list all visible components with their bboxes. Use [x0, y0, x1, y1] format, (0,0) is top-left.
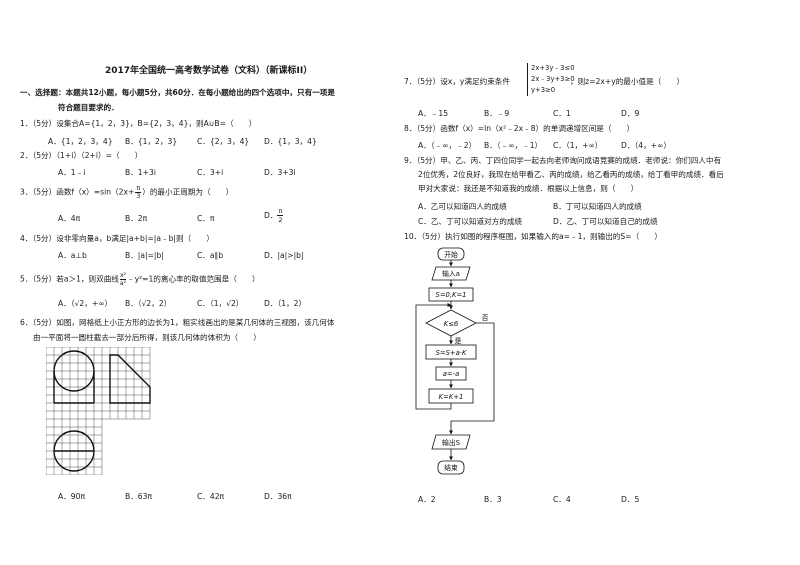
q2-option-a: A．1﹣i: [58, 168, 86, 177]
flow-step1-label: S=S+a·K: [436, 349, 467, 357]
q4-option-c: C．a∥b: [197, 251, 224, 260]
q10-option-d: D．5: [621, 495, 640, 504]
flow-init-label: S=0,K=1: [436, 291, 467, 299]
q3-stem-post: ）的最小正周期为（ ）: [142, 187, 234, 197]
q2-option-b: B．1+3i: [125, 168, 156, 177]
section-heading-line2: 符合题目要求的．: [58, 103, 119, 112]
q1-option-c: C．{2，3，4}: [197, 137, 250, 146]
end-terminal: [437, 460, 465, 475]
q5-option-d: D．（1，2）: [264, 299, 307, 308]
q7-option-d: D．9: [621, 109, 640, 118]
q10-option-a: A．2: [418, 495, 436, 504]
q3-option-a: A．4π: [58, 214, 81, 223]
q7-constraints: 2x+3y﹣3≤0 2x﹣3y+3≥0 y+3≥0: [527, 63, 575, 96]
q3-stem-pre: 3．（5分）函数f（x）=sin（2x+: [20, 187, 135, 197]
q10-stem: 10．（5分）执行如图的程序框图，如果输入的a=﹣1，则输出的S=（ ）: [404, 232, 662, 241]
q7-stem-post: ，则z=2x+y的最小值是（ ）: [570, 77, 685, 86]
q5-stem-pre: 5．（5分）若a＞1，则双曲线: [20, 274, 119, 284]
q9-option-c: C．乙、丁可以知道对方的成绩: [418, 217, 523, 226]
q8-option-b: B．（﹣∞，﹣1）: [484, 141, 543, 150]
q3-option-c: C．π: [197, 214, 215, 223]
q9-option-a: A．乙可以知道四人的成绩: [418, 202, 507, 211]
q5-option-a: A．（√2，+∞）: [58, 299, 113, 308]
q7-option-b: B．﹣9: [484, 109, 510, 118]
q1-option-d: D．{1，3，4}: [264, 137, 317, 146]
q7-constraint-1: 2x+3y﹣3≤0: [531, 64, 575, 72]
q2-stem: 2．（5分）（1+i）（2+i）=（ ）: [20, 151, 143, 160]
q3-option-b: B．2π: [125, 214, 148, 223]
q6-option-a: A．90π: [58, 492, 86, 501]
q4-option-d: D．|a|>|b|: [264, 251, 304, 260]
flow-end-label: 结束: [444, 463, 458, 472]
three-view-figure: [46, 347, 151, 475]
q9-stem-line1: 9．（5分）甲、乙、丙、丁四位同学一起去向老师询问成语竞赛的成绩．老师说：你们四…: [404, 156, 722, 165]
flow-input-label: 输入a: [442, 269, 460, 278]
q7-stem-pre: 7．（5分）设x，y满足约束条件: [404, 77, 510, 86]
front-view-circle: [53, 350, 95, 392]
q8-option-a: A．（﹣∞，﹣2）: [418, 141, 477, 150]
q6-stem-line2: 由一平面将一圆柱截去一部分后所得，则该几何体的体积为（ ）: [33, 333, 261, 342]
page-title: 2017年全国统一高考数学试卷（文科）（新课标II）: [105, 66, 313, 76]
section-heading-line1: 一、选择题：本题共12小题，每小题5分，共60分．在每小题给出的四个选项中，只有…: [20, 88, 335, 97]
q5-frac-num: x²: [119, 272, 126, 280]
q2-option-d: D．3+3i: [264, 168, 296, 177]
q8-stem: 8．（5分）函数f（x）=ln（x²﹣2x﹣8）的单调递增区间是（ ）: [404, 124, 635, 133]
q6-stem-line1: 6．（5分）如图，网格纸上小正方形的边长为1，粗实线画出的是某几何体的三视图，该…: [20, 318, 335, 327]
q4-option-a: A．a⊥b: [58, 251, 87, 260]
flow-cond-label: K≤6: [444, 320, 459, 328]
q5-stem-post: ﹣y²=1的离心率的取值范围是（ ）: [126, 274, 260, 284]
flow-output-label: 输出S: [442, 438, 460, 447]
q3-option-d-label: D．: [264, 211, 278, 220]
q7-option-a: A．﹣15: [418, 109, 449, 118]
q9-stem-line3: 甲对大家说：我还是不知道我的成绩．根据以上信息，则（ ）: [418, 184, 639, 193]
q3-d-den: 2: [278, 216, 283, 224]
q9-option-b: B．丁可以知道四人的成绩: [553, 202, 642, 211]
q6-option-c: C．42π: [197, 492, 225, 501]
side-view: [109, 354, 151, 404]
program-flowchart: 开始 输入a S=0,K=1 K≤6 否 是 S=S+a·K a=-a K=K+…: [415, 247, 495, 475]
q5-option-b: B．（√2，2）: [125, 299, 172, 308]
q8-option-d: D．（4，+∞）: [621, 141, 671, 150]
q3-d-num: π: [277, 207, 284, 216]
q6-option-b: B．63π: [125, 492, 153, 501]
flow-start-label: 开始: [444, 250, 458, 259]
q1-stem: 1．（5分）设集合A={1，2，3}，B={2，3，4}，则A∪B=（ ）: [20, 119, 257, 128]
q1-option-a: A．{1，2，3，4}: [48, 137, 113, 146]
q4-stem: 4．（5分）设非零向量a，b满足|a+b|=|a﹣b|则（ ）: [20, 234, 214, 243]
q3-frac-num: π: [135, 184, 142, 193]
q7-constraint-2: 2x﹣3y+3≥0: [531, 75, 575, 83]
q6-option-d: D．36π: [264, 492, 292, 501]
q2-option-c: C．3+i: [197, 168, 224, 177]
flow-step3-label: K=K+1: [439, 393, 464, 401]
q8-option-c: C．（1，+∞）: [553, 141, 603, 150]
q3-frac-den: 3: [136, 192, 141, 200]
q7-constraint-3: y+3≥0: [531, 86, 556, 94]
flow-no-label: 否: [482, 314, 489, 322]
q1-option-b: B．{1，2，3}: [125, 137, 178, 146]
q10-option-c: C．4: [553, 495, 571, 504]
grid-lines: [46, 347, 151, 475]
output-box: [431, 434, 471, 450]
q5-frac-den: a²: [119, 280, 126, 287]
thick-outlines: [53, 350, 151, 472]
q9-option-d: D．乙、丁可以知道自己的成绩: [553, 217, 658, 226]
flow-yes-label: 是: [455, 337, 462, 345]
q5-option-c: C．（1，√2）: [197, 299, 244, 308]
q10-option-b: B．3: [484, 495, 502, 504]
input-box: [431, 266, 471, 281]
flow-step2-label: a=-a: [443, 370, 459, 378]
q7-option-c: C．1: [553, 109, 571, 118]
q9-stem-line2: 2位优秀，2位良好，我现在给甲看乙、丙的成绩，给乙看丙的成绩，给丁看甲的成绩．看…: [418, 170, 724, 179]
q4-option-b: B．|a|=|b|: [125, 251, 164, 260]
